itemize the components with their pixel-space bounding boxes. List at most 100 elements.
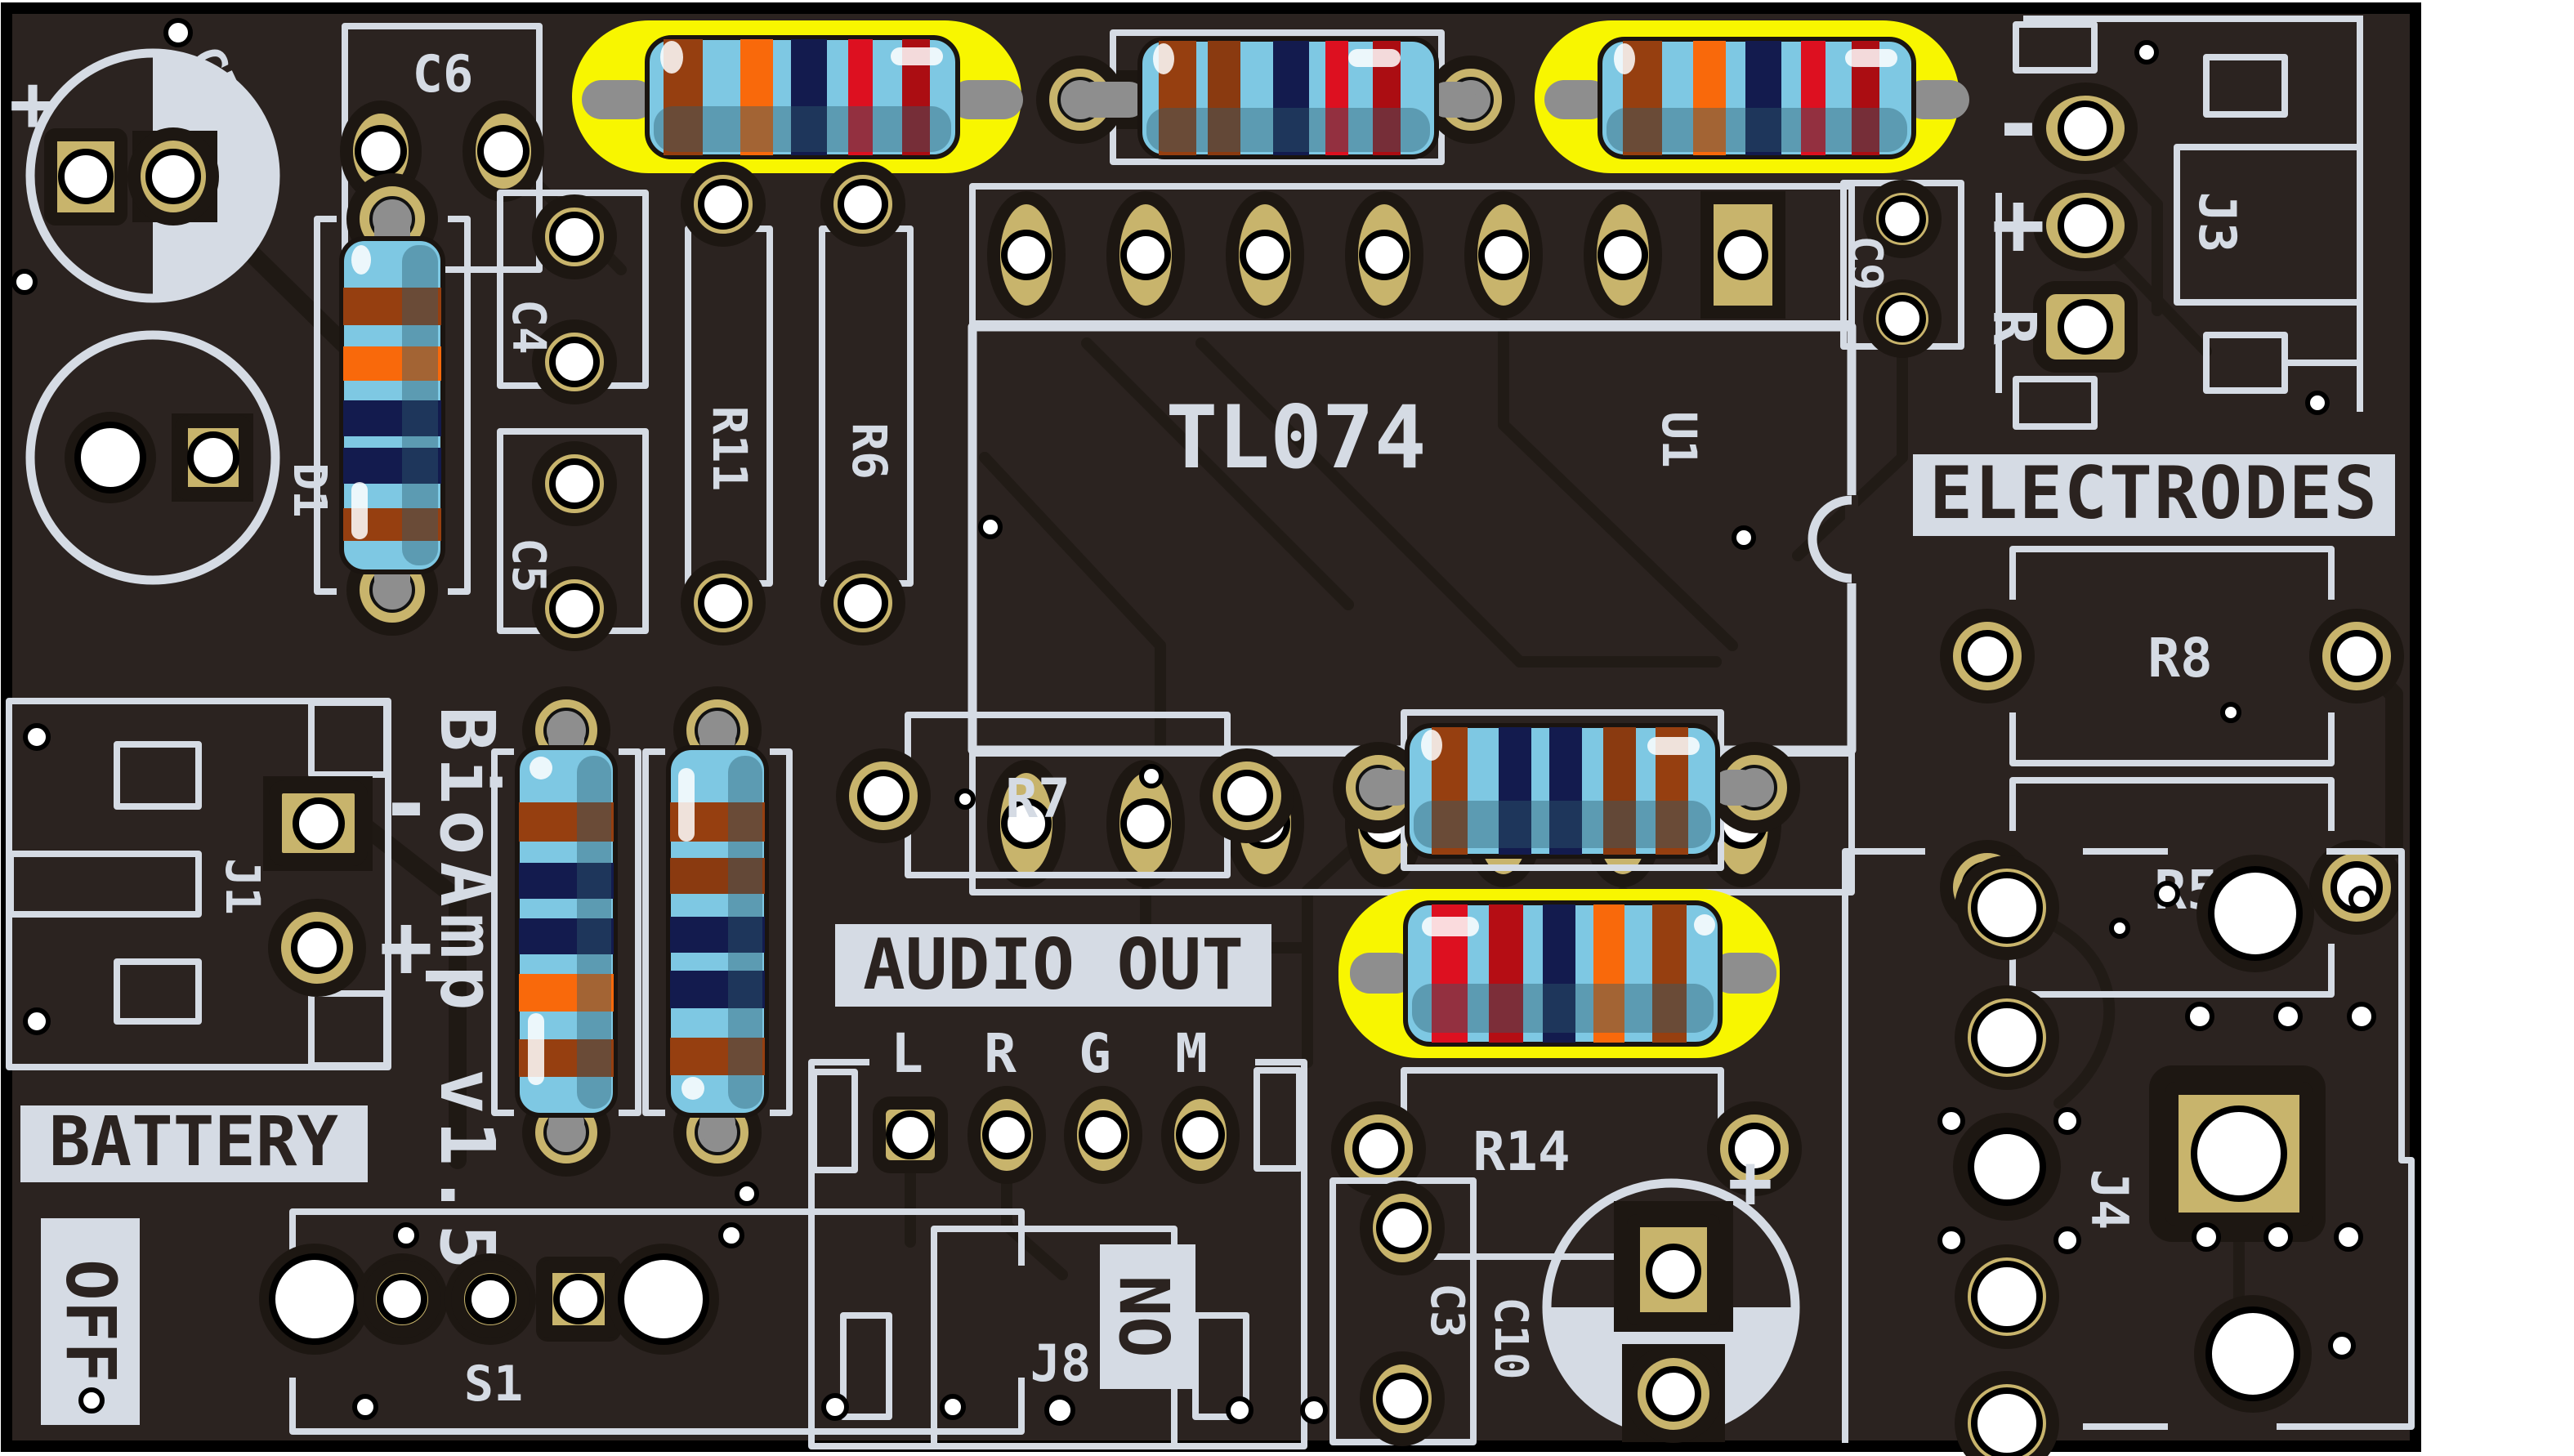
r8-pad <box>1940 609 2035 703</box>
s1-outline <box>289 1208 1025 1266</box>
c4-pad <box>532 194 617 279</box>
band <box>343 448 441 484</box>
c6-pad <box>463 100 544 202</box>
on-label: ON <box>1106 1275 1186 1357</box>
j1-ref: J1 <box>215 858 270 915</box>
d1-outline <box>448 216 471 595</box>
body-shade <box>1146 108 1430 152</box>
audio-pad-m <box>1161 1086 1240 1184</box>
r7-outline <box>905 712 1231 763</box>
u1-notch-mask <box>1845 495 1858 583</box>
band-bg <box>1913 454 2395 536</box>
resistor-vertical-right <box>642 686 793 1177</box>
electrodes-label: ELECTRODES <box>1929 451 2379 535</box>
s1-pad <box>356 1253 448 1345</box>
c4-ref: C4 <box>502 299 555 354</box>
gloss <box>1421 730 1442 761</box>
c7-pad-positive <box>127 127 219 226</box>
audio-out-section: AUDIO OUT L R G M <box>835 924 1271 1184</box>
via <box>1139 764 1164 788</box>
j1-detail <box>7 851 202 918</box>
electrode-minus-label: - <box>1991 72 2045 176</box>
lead <box>1544 80 1610 119</box>
gloss <box>1348 49 1401 67</box>
audio-pad-l <box>873 1096 948 1173</box>
component-r8: R8 <box>1940 546 2404 766</box>
band <box>1549 727 1582 855</box>
d1-ref: D1 <box>283 462 336 517</box>
resistor-vertical-left <box>491 686 641 1177</box>
component-c10: + C10 <box>1484 1138 1800 1443</box>
c5-ref: C5 <box>502 538 555 592</box>
j4-ref: J4 <box>2080 1169 2139 1230</box>
r11-pad <box>681 561 766 645</box>
j3-rect <box>2013 21 2098 74</box>
band <box>343 288 441 325</box>
j8-detail <box>1253 1067 1303 1172</box>
component-c5: C5 <box>497 428 649 651</box>
component-c9: C9 <box>1839 180 1964 358</box>
cap-pad-square <box>175 415 252 500</box>
c3-pad <box>1360 1181 1445 1275</box>
c9-ref: C9 <box>1839 235 1892 290</box>
c7-outline <box>25 48 280 303</box>
gloss <box>1845 49 1897 67</box>
gloss <box>891 47 943 65</box>
lead <box>582 80 655 119</box>
audio-pin-g: G <box>1079 1022 1111 1085</box>
band <box>519 974 614 1012</box>
electrode-pad-plus <box>2033 180 2138 271</box>
via <box>2109 918 2130 939</box>
j3-body-outline <box>2174 144 2363 306</box>
lead <box>1430 82 1476 118</box>
s1-off-label: OFF <box>41 1218 140 1425</box>
via <box>954 788 976 810</box>
gloss <box>528 1013 544 1085</box>
c6-ref: C6 <box>413 44 474 104</box>
s1-ref: S1 <box>464 1356 523 1413</box>
band <box>1745 41 1781 155</box>
outline <box>619 748 641 1116</box>
via <box>2348 886 2375 912</box>
band-bg <box>1100 1244 1195 1389</box>
band <box>1693 41 1726 155</box>
j4-pad <box>1955 1244 2059 1349</box>
resistor-top-2 <box>1036 29 1515 165</box>
band-bg <box>20 1105 368 1182</box>
audio-out-label: AUDIO OUT <box>863 924 1244 1006</box>
j4-outline <box>2277 848 2415 1430</box>
via <box>718 1222 744 1248</box>
r11-ref: R11 <box>702 406 757 492</box>
gloss <box>1422 917 1479 936</box>
component-r11: R11 <box>681 162 773 645</box>
r14-ref: R14 <box>1472 1120 1570 1183</box>
r6-pad <box>820 561 905 645</box>
component-j3: J3 <box>2013 16 2363 415</box>
electrode-pad-minus <box>2033 83 2138 174</box>
via <box>23 723 51 751</box>
via <box>1732 525 1756 550</box>
component-c3: C3 <box>1329 1177 1477 1446</box>
c10-polarity-plus: + <box>1727 1138 1772 1226</box>
u1-top-pads <box>987 191 1785 319</box>
r6-ref: R6 <box>842 422 897 480</box>
gloss <box>1694 914 1715 936</box>
j3-rect <box>2203 54 2288 118</box>
u1-ref: U1 <box>1651 411 1707 468</box>
component-r6: R6 <box>819 162 914 645</box>
cap-hole <box>74 422 146 494</box>
resistor-center-highlighted <box>1338 889 1780 1058</box>
gloss <box>1153 43 1174 74</box>
via <box>393 1222 419 1248</box>
audio-pad-r <box>967 1086 1046 1184</box>
j1-detail <box>114 741 202 810</box>
lead <box>1077 82 1146 118</box>
via <box>2134 40 2159 65</box>
j3-ref: J3 <box>2187 192 2247 253</box>
j4-outline <box>1842 848 1925 1443</box>
body-shade <box>1414 801 1711 848</box>
band <box>740 39 773 155</box>
c10-pad-minus <box>1624 1345 1723 1443</box>
off-label: OFF <box>51 1259 131 1383</box>
